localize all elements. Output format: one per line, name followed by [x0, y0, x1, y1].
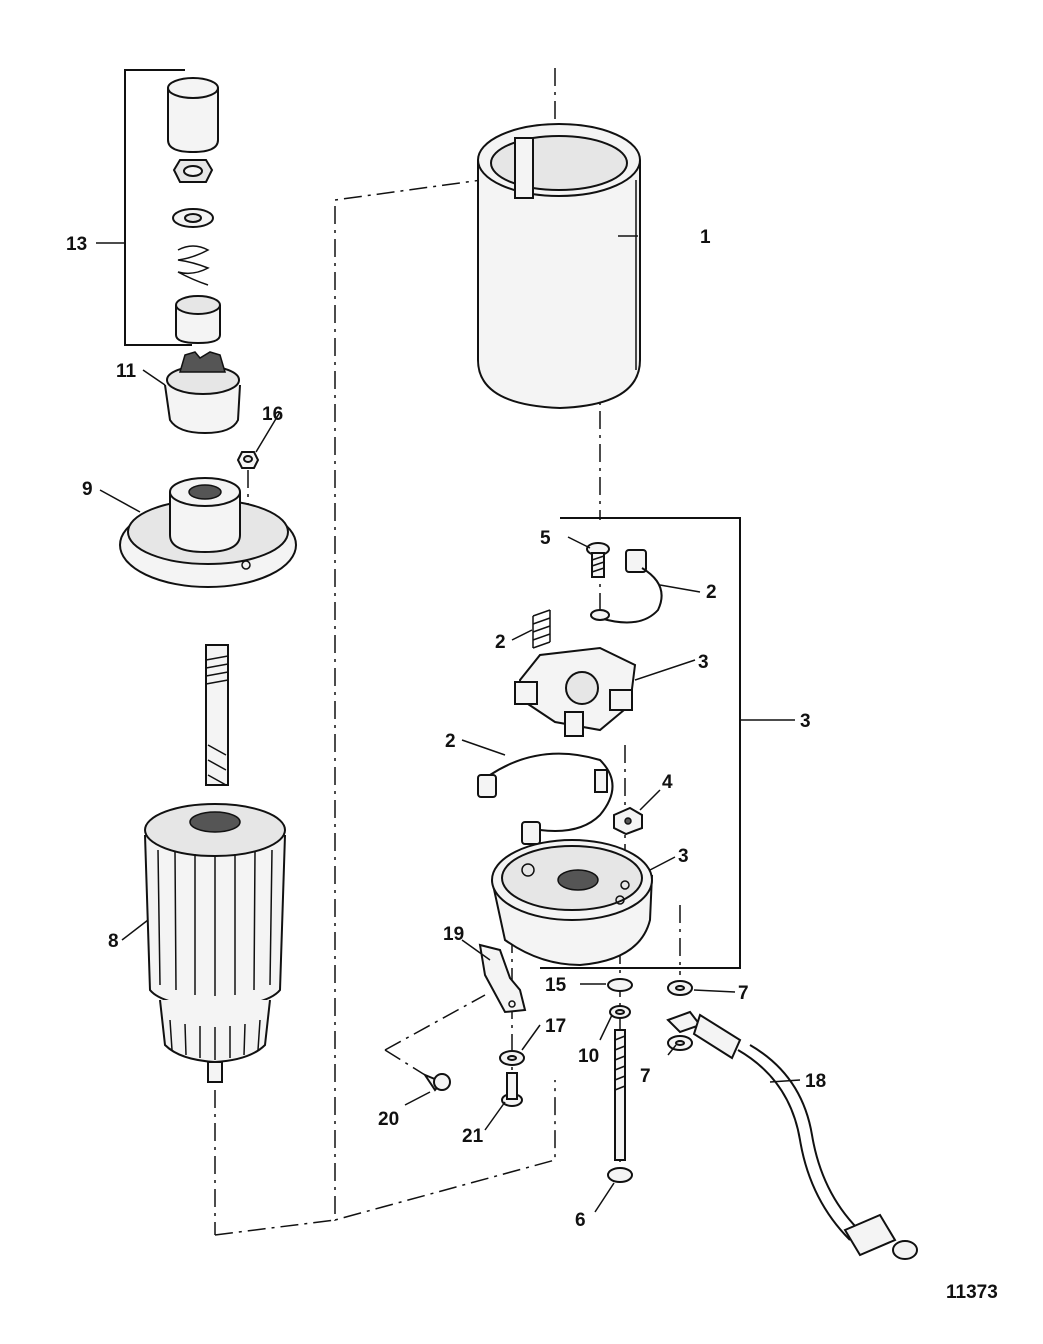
callout-11: 11	[116, 361, 137, 382]
part-bracket	[478, 943, 527, 1014]
part-brush-block	[613, 806, 643, 836]
callout-8: 8	[108, 931, 119, 952]
callout-3-kit: 3	[800, 711, 811, 732]
part-cable	[666, 1010, 918, 1260]
callout-2-spring: 2	[495, 632, 506, 653]
callout-18: 18	[805, 1071, 826, 1092]
part-commutator-end-cap	[491, 839, 653, 967]
callout-labels: 13 1 11 16 9 5 2 2 3 3 2 4 3 8 19 15 7 1…	[66, 227, 826, 1231]
callout-21: 21	[462, 1126, 484, 1147]
part-brush-lead-upper	[590, 549, 663, 624]
part-nut	[236, 451, 260, 469]
part-screw-5	[586, 542, 610, 578]
callout-15: 15	[545, 975, 567, 996]
callout-6: 6	[575, 1210, 586, 1231]
part-drive-end-cap	[119, 477, 297, 588]
callout-13: 13	[66, 234, 87, 255]
part-brush-holder	[514, 646, 637, 737]
callout-7-upper: 7	[738, 983, 749, 1004]
figure-number: 11373	[946, 1282, 998, 1303]
callout-9: 9	[82, 479, 93, 500]
callout-2-ring: 2	[445, 731, 456, 752]
part-drive-gear	[164, 351, 241, 435]
kit-bracket-lines	[124, 69, 741, 969]
leader-lines	[96, 235, 801, 1213]
callout-19: 19	[443, 924, 464, 945]
part-frame-housing	[477, 123, 641, 410]
callout-17: 17	[545, 1016, 566, 1037]
part-brush-spring	[532, 609, 551, 649]
part-drive-kit	[167, 77, 221, 345]
callout-16: 16	[262, 404, 283, 425]
callout-20: 20	[378, 1109, 399, 1130]
callout-2-upper: 2	[706, 582, 717, 603]
callout-10: 10	[578, 1046, 599, 1067]
callout-3-cap: 3	[678, 846, 689, 867]
callout-7-lower: 7	[640, 1066, 651, 1087]
part-washers-screws	[422, 978, 693, 1183]
part-armature	[144, 644, 286, 1083]
part-brush-wire-ring	[477, 752, 614, 845]
callout-3-holder: 3	[698, 652, 709, 673]
callout-5: 5	[540, 528, 551, 549]
callout-1: 1	[700, 227, 711, 248]
callout-4: 4	[662, 772, 673, 793]
